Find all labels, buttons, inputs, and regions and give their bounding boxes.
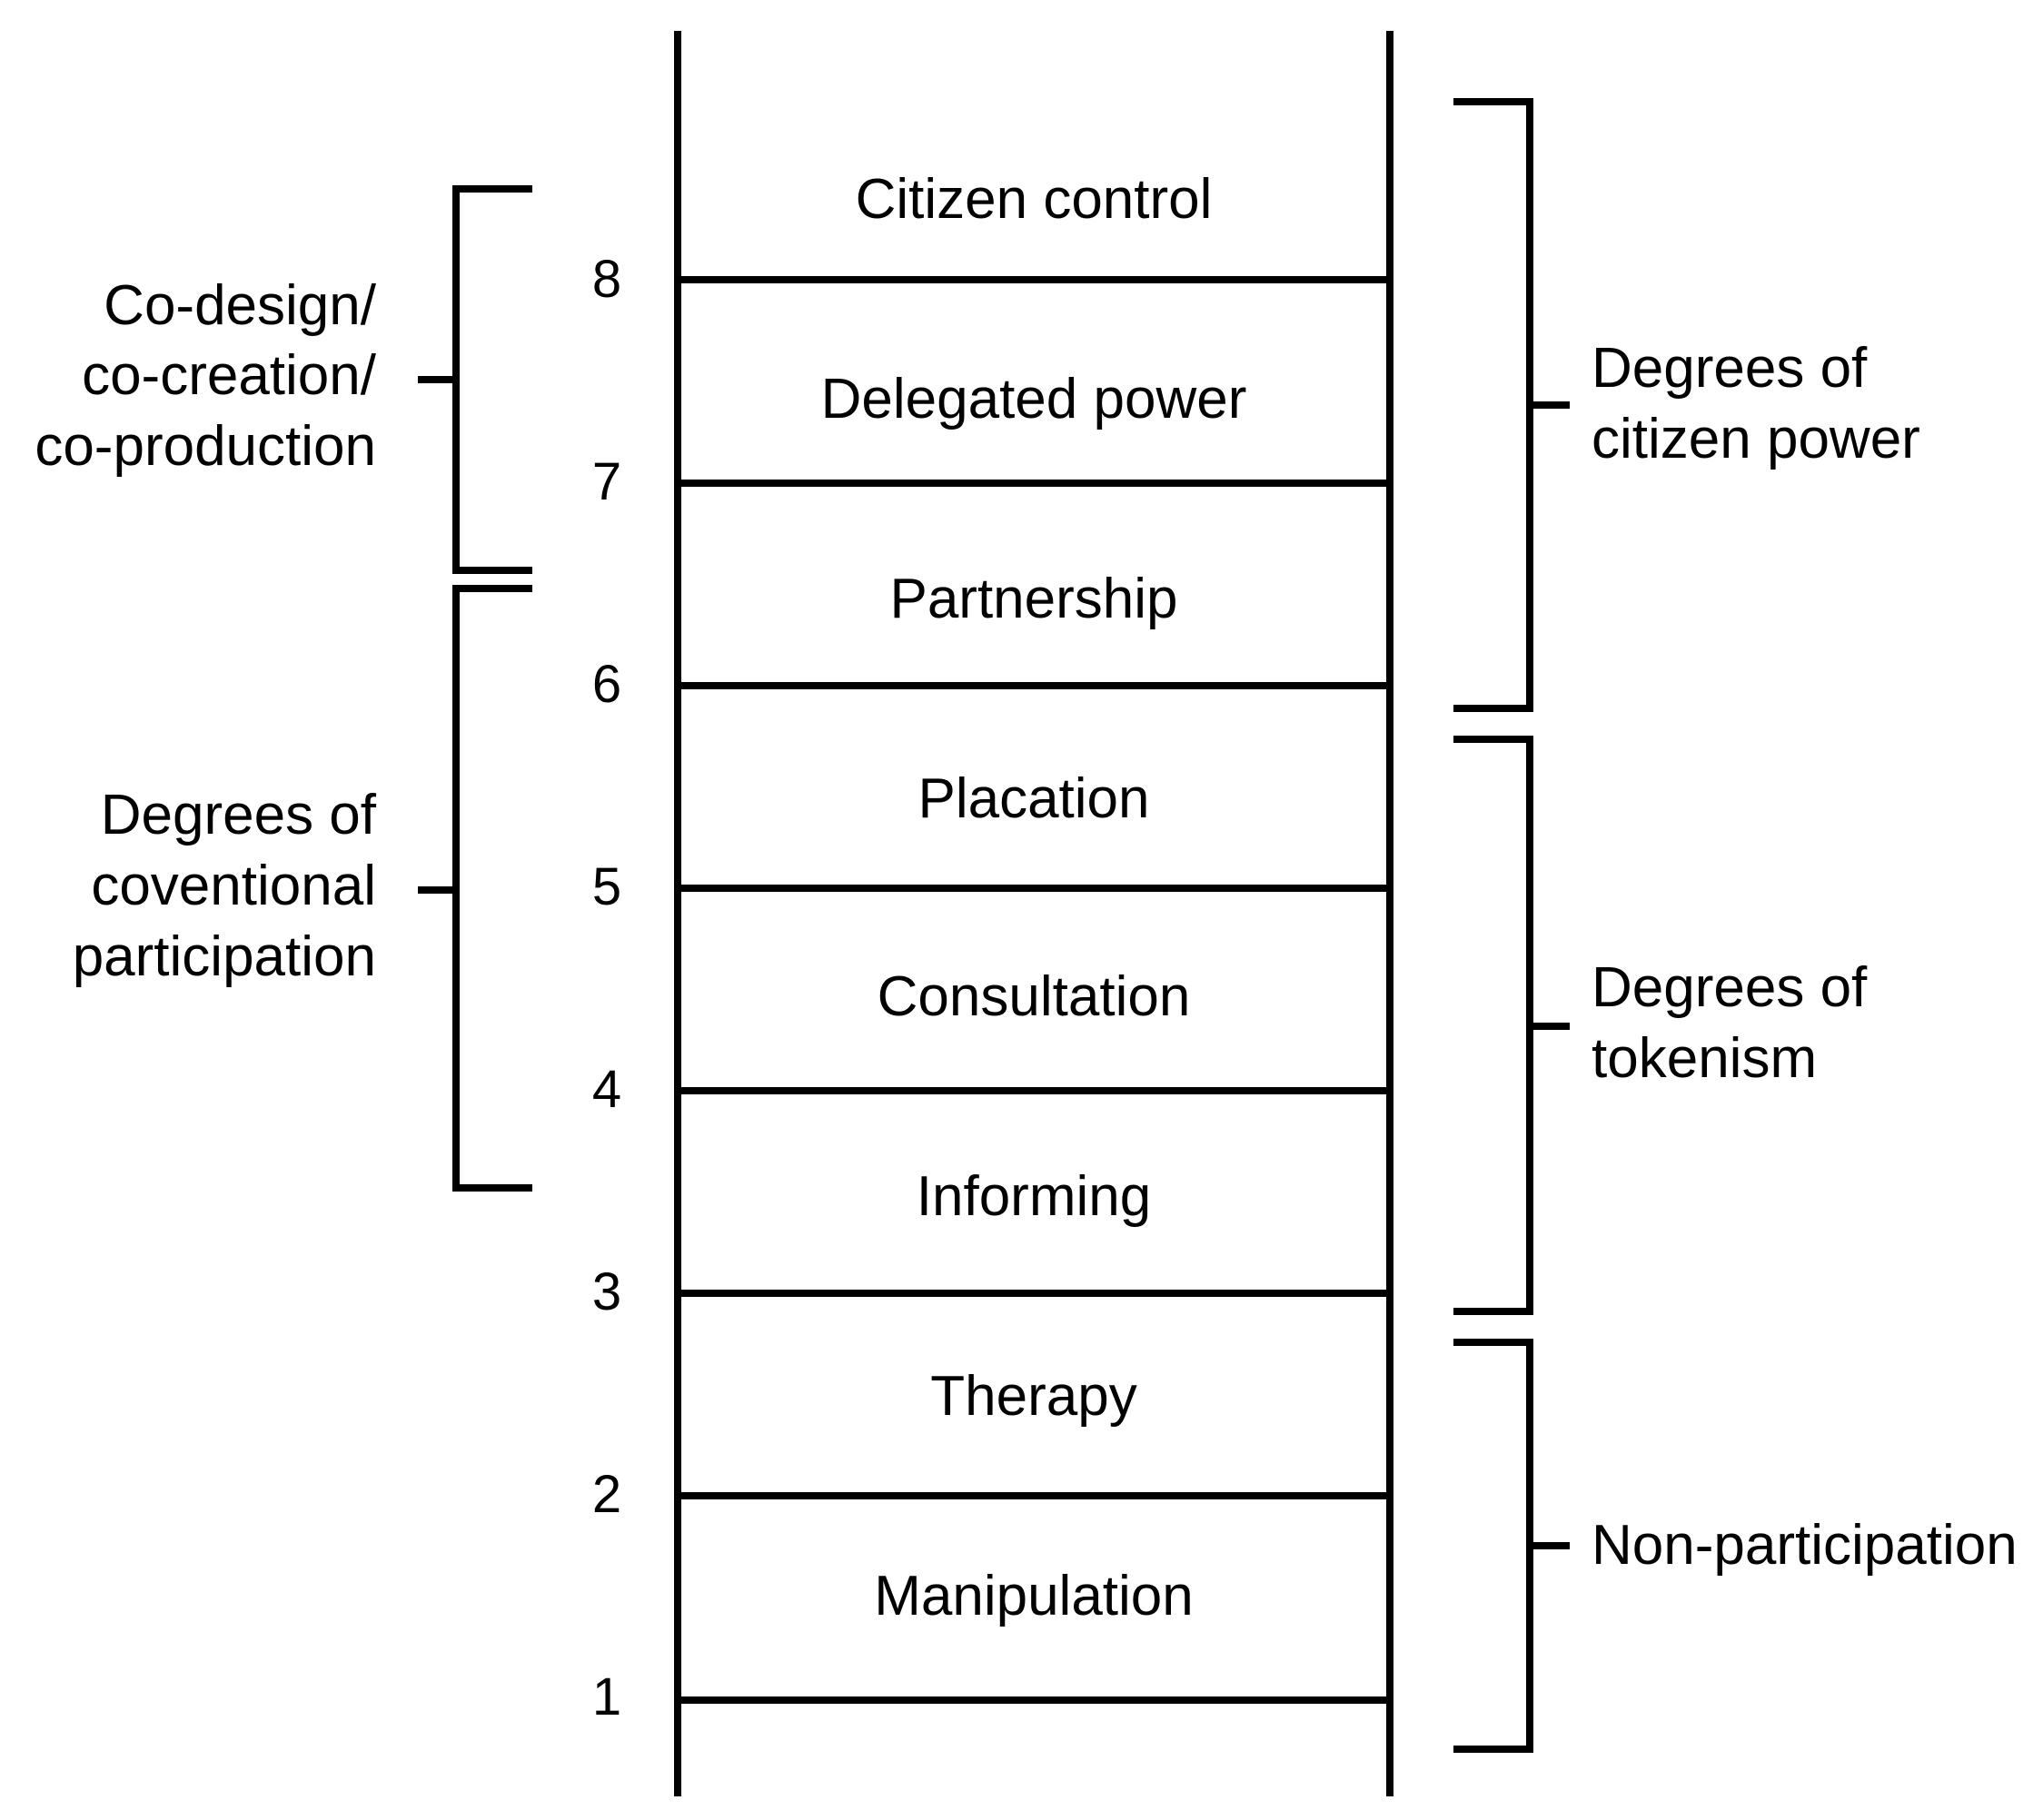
rung-labels: Citizen control Delegated power Partners…	[821, 168, 1247, 1627]
left-bracket-co-design	[452, 185, 532, 574]
rung-number-5: 5	[592, 857, 621, 916]
rung-number-6: 6	[592, 655, 621, 714]
rung-label-1: Manipulation	[874, 1565, 1194, 1627]
right-brackets	[1453, 98, 1570, 1753]
right-group-non-participation-line-1: Non-participation	[1592, 1514, 2018, 1577]
right-group-labels: Degrees of citizen power Degrees of toke…	[1592, 337, 2018, 1577]
left-group-conventional-line-2: coventional	[91, 855, 376, 917]
left-group-conventional-line-1: Degrees of	[101, 784, 377, 846]
right-bracket-citizen-power	[1453, 98, 1533, 712]
left-group-conventional-line-3: participation	[73, 925, 376, 988]
right-group-tokenism-line-2: tokenism	[1592, 1027, 1817, 1090]
right-group-citizen-power-line-2: citizen power	[1592, 408, 1920, 470]
rung-number-2: 2	[592, 1465, 621, 1524]
rung-number-1: 1	[592, 1667, 621, 1726]
rung-number-3: 3	[592, 1262, 621, 1321]
rung-label-2: Therapy	[930, 1365, 1136, 1428]
right-group-tokenism-line-1: Degrees of	[1592, 956, 1868, 1019]
ladder-rung-lines	[678, 276, 1390, 1704]
right-bracket-non-participation	[1453, 1339, 1533, 1753]
rung-label-6: Partnership	[889, 568, 1177, 630]
rung-label-3: Informing	[917, 1165, 1151, 1228]
rung-label-7: Delegated power	[821, 368, 1247, 430]
rung-label-5: Placation	[917, 767, 1149, 830]
left-group-labels: Co-design/ co-creation/ co-production De…	[35, 274, 376, 988]
rung-label-4: Consultation	[878, 965, 1191, 1028]
right-group-citizen-power-line-1: Degrees of	[1592, 337, 1868, 400]
left-bracket-conventional	[452, 585, 532, 1192]
left-brackets	[418, 185, 532, 1192]
rung-number-7: 7	[592, 452, 621, 511]
rung-number-4: 4	[592, 1060, 621, 1119]
rung-label-8: Citizen control	[856, 168, 1213, 231]
right-bracket-tokenism	[1453, 736, 1533, 1315]
left-group-co-design-line-2: co-creation/	[82, 344, 377, 407]
left-group-co-design-line-3: co-production	[35, 415, 376, 478]
rung-number-8: 8	[592, 250, 621, 309]
ladder-rails	[674, 31, 1393, 1796]
rung-numbers: 8 7 6 5 4 3 2 1	[592, 250, 621, 1726]
left-group-co-design-line-1: Co-design/	[104, 274, 377, 337]
